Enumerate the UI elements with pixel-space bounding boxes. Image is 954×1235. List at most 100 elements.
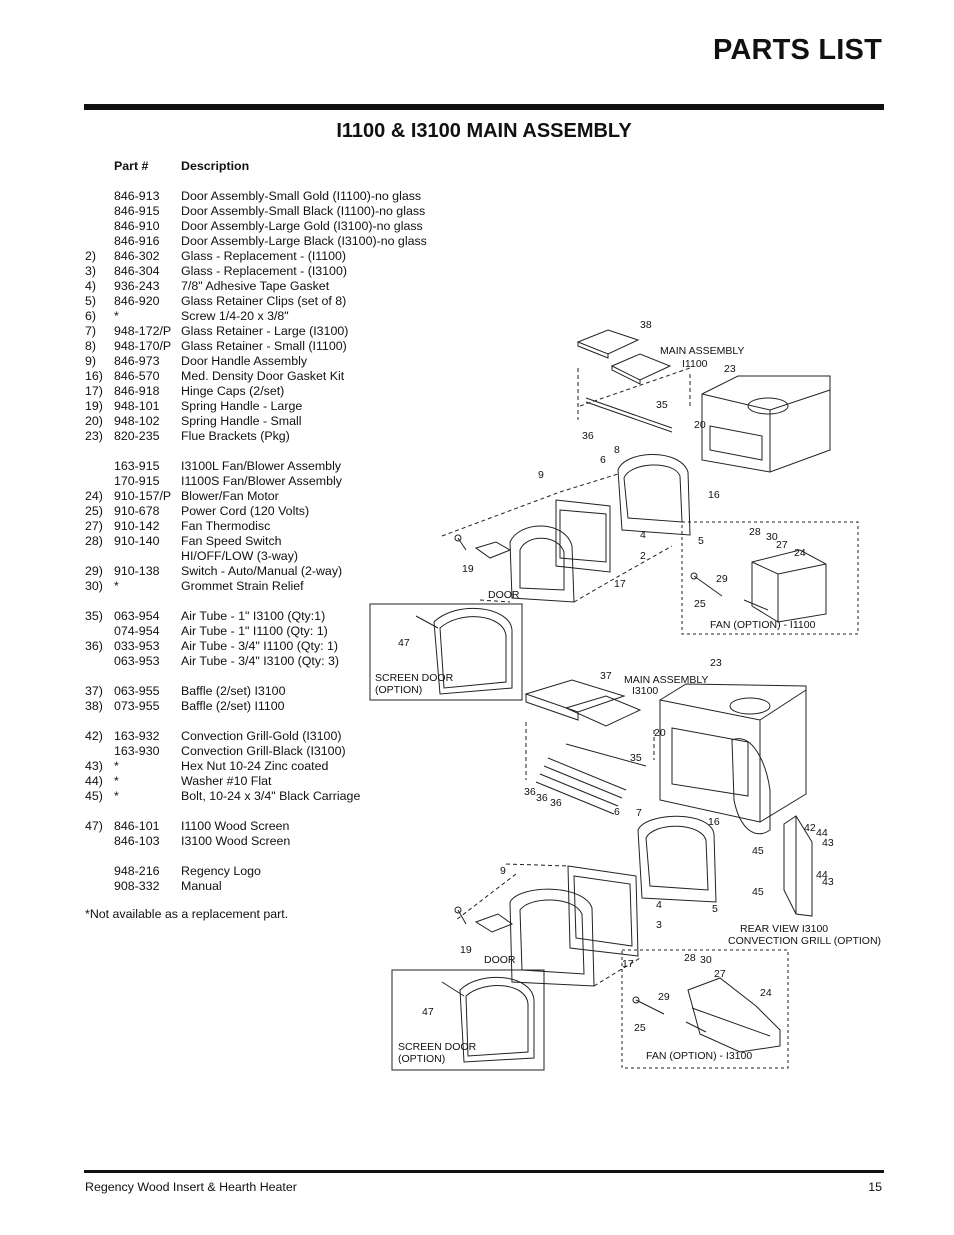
- callout-45-a: 45: [752, 845, 764, 857]
- part-number-index: 30): [85, 579, 103, 593]
- part-number: 936-243: [114, 279, 160, 293]
- part-number: 910-678: [114, 504, 160, 518]
- callout-29: 29: [716, 573, 728, 585]
- part-number: 948-170/P: [114, 339, 172, 353]
- section-title: I1100 & I3100 MAIN ASSEMBLY: [336, 120, 632, 142]
- part-description: Door Assembly-Small Black (I1100)-no gla…: [181, 204, 426, 218]
- label-main-assembly-i3100: MAIN ASSEMBLY: [624, 674, 708, 686]
- part-number-index: 16): [85, 369, 103, 383]
- part-number: *: [114, 789, 119, 803]
- part-description: Glass Retainer - Large (I3100): [181, 324, 349, 338]
- part-number-index: 28): [85, 534, 103, 548]
- part-description: Flue Brackets (Pkg): [181, 429, 290, 443]
- part-description: Door Assembly-Large Gold (I3100)-no glas…: [181, 219, 423, 233]
- label-option-i3100: (OPTION): [398, 1053, 445, 1065]
- screen-door-box-i3100: [391, 969, 545, 1071]
- label-door-i3100: DOOR: [484, 954, 516, 966]
- callout-2: 2: [640, 550, 646, 562]
- part-description: Med. Density Door Gasket Kit: [181, 369, 345, 383]
- firebox-i1100: [701, 375, 831, 473]
- callout-5-i3100: 5: [712, 903, 718, 915]
- part-description: Screw 1/4-20 x 3/8": [181, 309, 289, 323]
- callout-6: 6: [600, 454, 606, 466]
- callout-27: 27: [776, 539, 788, 551]
- part-description: HI/OFF/LOW (3-way): [181, 549, 299, 563]
- screen-door-box-i1100: [369, 603, 523, 701]
- part-description: Air Tube - 3/4" I1100 (Qty: 1): [181, 639, 339, 653]
- part-number: 033-953: [114, 639, 160, 653]
- door-frame-i1100: [617, 454, 691, 536]
- part-number: *: [114, 309, 119, 323]
- part-number-index: 36): [85, 639, 103, 653]
- callout-28-i3100: 28: [684, 952, 696, 964]
- label-screen-door-i3100: SCREEN DOOR: [398, 1041, 477, 1053]
- callout-3: 3: [656, 919, 662, 931]
- callout-25-i3100: 25: [634, 1022, 646, 1034]
- part-number: 063-955: [114, 684, 160, 698]
- callout-16-i3100: 16: [708, 816, 720, 828]
- callout-28: 28: [749, 526, 761, 538]
- part-number-index: 3): [85, 264, 97, 278]
- part-number: 846-570: [114, 369, 160, 383]
- part-description: Air Tube - 3/4" I3100 (Qty: 3): [181, 654, 339, 668]
- part-description: Glass Retainer Clips (set of 8): [181, 294, 347, 308]
- callout-23-i3100: 23: [710, 657, 722, 669]
- page-title: PARTS LIST: [712, 34, 882, 66]
- part-number: *: [114, 774, 119, 788]
- footnote: *Not available as a replacement part.: [85, 907, 289, 921]
- part-number: 948-102: [114, 414, 160, 428]
- label-screen-door-i1100: SCREEN DOOR: [375, 672, 454, 684]
- part-description: Spring Handle - Large: [181, 399, 303, 413]
- callout-9-i3100: 9: [500, 865, 506, 877]
- callout-19-i3100: 19: [460, 944, 472, 956]
- part-number: 910-157/P: [114, 489, 172, 503]
- label-main-assembly-i1100-model: I1100: [682, 358, 708, 370]
- callout-42: 42: [804, 822, 816, 834]
- part-description: Spring Handle - Small: [181, 414, 302, 428]
- part-description: Glass Retainer - Small (I1100): [181, 339, 347, 353]
- part-number: 170-915: [114, 474, 160, 488]
- part-number: 820-235: [114, 429, 160, 443]
- part-description: Manual: [181, 879, 222, 893]
- part-number-index: 6): [85, 309, 97, 323]
- part-description: Convection Grill-Black (I3100): [181, 744, 346, 758]
- part-number: 846-920: [114, 294, 160, 308]
- callout-6-i3100: 6: [614, 806, 620, 818]
- part-number-index: 2): [85, 249, 97, 263]
- part-number: 846-918: [114, 384, 160, 398]
- part-number-index: 27): [85, 519, 103, 533]
- part-number-index: 4): [85, 279, 97, 293]
- part-description: 7/8" Adhesive Tape Gasket: [181, 279, 330, 293]
- part-number: 948-101: [114, 399, 160, 413]
- callout-5: 5: [698, 535, 704, 547]
- callout-4-i3100: 4: [656, 899, 662, 911]
- part-number: *: [114, 579, 119, 593]
- callout-44-b: 44: [816, 869, 828, 881]
- part-number-index: 35): [85, 609, 103, 623]
- part-number: 846-103: [114, 834, 160, 848]
- part-number-index: 37): [85, 684, 103, 698]
- baffle-i1100: [576, 329, 640, 355]
- part-description: Door Handle Assembly: [181, 354, 308, 368]
- firebox-i3100: [659, 683, 807, 823]
- fan-box-i3100: [621, 949, 789, 1069]
- callout-36: 36: [582, 430, 594, 442]
- callout-30-i3100: 30: [700, 954, 712, 966]
- header-part: Part #: [114, 159, 149, 173]
- part-number: 908-332: [114, 879, 160, 893]
- door-frame-i3100: [637, 815, 717, 903]
- callout-17-i3100: 17: [622, 958, 634, 970]
- callout-23: 23: [724, 363, 736, 375]
- exploded-parts-diagram: MAIN ASSEMBLY I1100 38 23 35 36 20 8 6 9…: [369, 319, 881, 1071]
- callout-20-i3100: 20: [654, 727, 666, 739]
- callout-43-b: 43: [822, 876, 834, 888]
- part-description: Regency Logo: [181, 864, 261, 878]
- bottom-rule: [84, 1170, 884, 1173]
- part-description: Baffle (2/set) I1100: [181, 699, 285, 713]
- callout-29-i3100: 29: [658, 991, 670, 1003]
- part-number: 063-953: [114, 654, 160, 668]
- part-number-index: 47): [85, 819, 103, 833]
- part-description: I3100L Fan/Blower Assembly: [181, 459, 342, 473]
- part-number: 846-913: [114, 189, 160, 203]
- part-description: Door Assembly-Large Black (I3100)-no gla…: [181, 234, 427, 248]
